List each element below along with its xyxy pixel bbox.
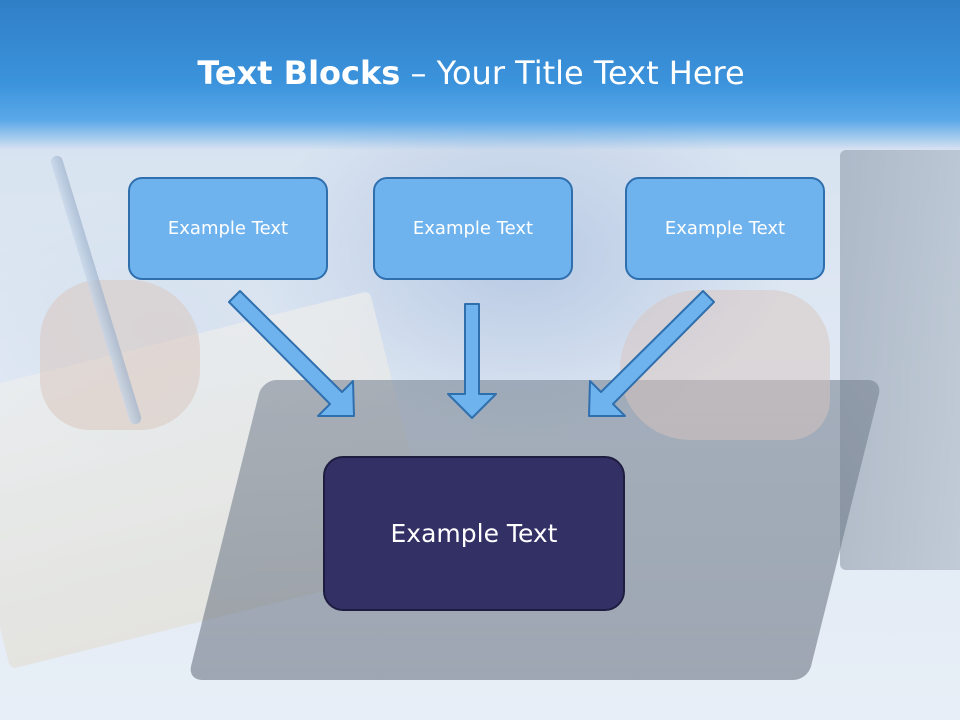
arrow-left — [228, 290, 355, 417]
text-block-1[interactable]: Example Text — [128, 177, 328, 280]
text-block-2-label: Example Text — [412, 218, 534, 239]
monitor-shape — [840, 150, 960, 570]
main-text-block-label: Example Text — [390, 519, 558, 548]
arrow-right — [588, 290, 715, 417]
main-text-block[interactable]: Example Text — [323, 456, 625, 611]
slide-title: Text Blocks – Your Title Text Here — [0, 54, 942, 92]
text-block-3[interactable]: Example Text — [625, 177, 825, 280]
text-block-3-label: Example Text — [664, 218, 786, 239]
text-block-1-label: Example Text — [167, 218, 289, 239]
title-bold-part: Text Blocks — [197, 54, 401, 92]
arrow-center — [447, 303, 497, 419]
header-band — [0, 0, 960, 150]
title-rest: – Your Title Text Here — [400, 54, 745, 92]
text-block-2[interactable]: Example Text — [373, 177, 573, 280]
right-hand-shape — [620, 290, 830, 440]
